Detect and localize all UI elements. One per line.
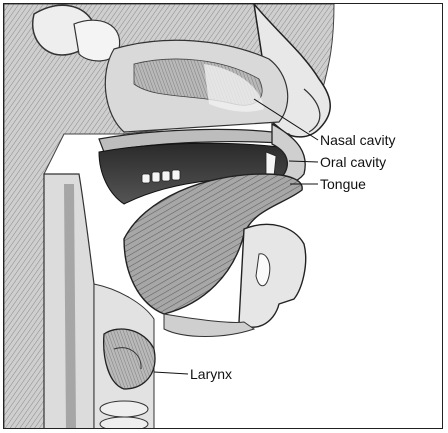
larynx-leader <box>154 372 188 374</box>
tongue-label: Tongue <box>320 176 366 192</box>
diagram-frame: Nasal cavity Oral cavity Tongue Larynx <box>3 3 443 429</box>
nasal-cavity-label: Nasal cavity <box>320 132 395 148</box>
oral-cavity-label: Oral cavity <box>320 154 386 170</box>
larynx-label: Larynx <box>190 366 232 382</box>
neck <box>44 174 154 429</box>
